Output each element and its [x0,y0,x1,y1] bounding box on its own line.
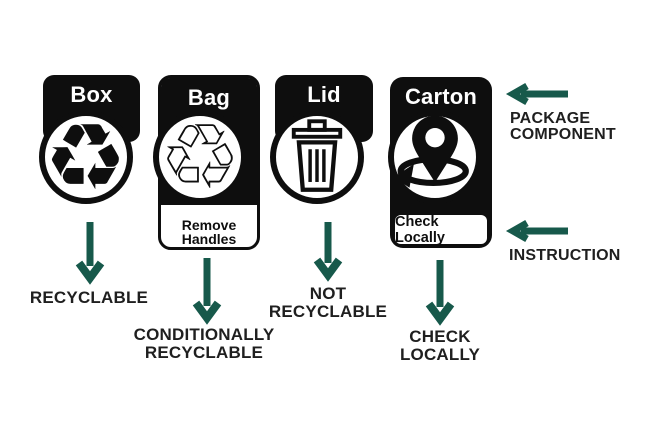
label-bag-title: Bag [187,85,231,110]
label-carton: Carton Check Locally [388,77,492,248]
lid-down-arrow-icon [313,222,343,282]
outcome-conditionally-line1: CONDITIONALLY [133,325,275,344]
outcome-conditionally-line2: RECYCLABLE [144,342,264,362]
box-down-arrow-icon [75,222,105,285]
label-bag: Bag ♲ Remove Handles [153,75,260,250]
outcome-conditionally-recyclable: CONDITIONALLY RECYCLABLE [124,326,284,361]
label-box-title: Box [70,82,113,107]
label-box: Box ♻ [38,75,140,216]
label-carton-header: Carton [390,77,492,144]
location-pin-swoosh-icon [393,115,469,188]
label-bag-instruction: Remove Handles [161,217,257,247]
label-lid: Lid [270,75,373,216]
annotation-package-component: PACKAGE COMPONENT [510,111,616,142]
label-lid-circle [270,110,364,204]
outcome-not-recyclable: NOT RECYCLABLE [258,285,398,320]
label-carton-title: Carton [404,84,478,109]
annotation-package-line1: PACKAGE [510,110,591,127]
label-box-circle: ♻ [38,104,133,211]
annotation-package-line2: COMPONENT [510,125,616,143]
label-carton-instruction: Check Locally [395,214,487,246]
recycle-outline-icon: ♲ [159,105,241,210]
label-bag-circle: ♲ [153,110,247,204]
trash-can-icon [291,119,343,192]
label-lid-title: Lid [307,82,341,107]
instruction-left-arrow-icon [505,219,568,243]
label-bag-instruction-line1: Remove [181,217,237,233]
outcome-recyclable: RECYCLABLE [19,289,159,307]
label-bag-instruction-line2: Handles [181,230,237,247]
outcome-check-line1: CHECK [409,327,471,346]
carton-down-arrow-icon [425,260,455,326]
label-carton-circle [388,110,482,204]
outcome-not-line1: NOT [309,284,347,303]
annotation-instruction-line1: INSTRUCTION [509,247,621,264]
outcome-check-line2: LOCALLY [399,344,481,364]
annotation-instruction: INSTRUCTION [509,248,621,264]
outcome-not-line2: RECYCLABLE [268,301,388,321]
package-component-left-arrow-icon [505,82,568,106]
bag-down-arrow-icon [192,258,222,325]
outcome-check-locally: CHECK LOCALLY [375,328,505,363]
recycle-solid-icon: ♻ [44,104,127,211]
outcome-recyclable-line1: RECYCLABLE [29,288,149,307]
